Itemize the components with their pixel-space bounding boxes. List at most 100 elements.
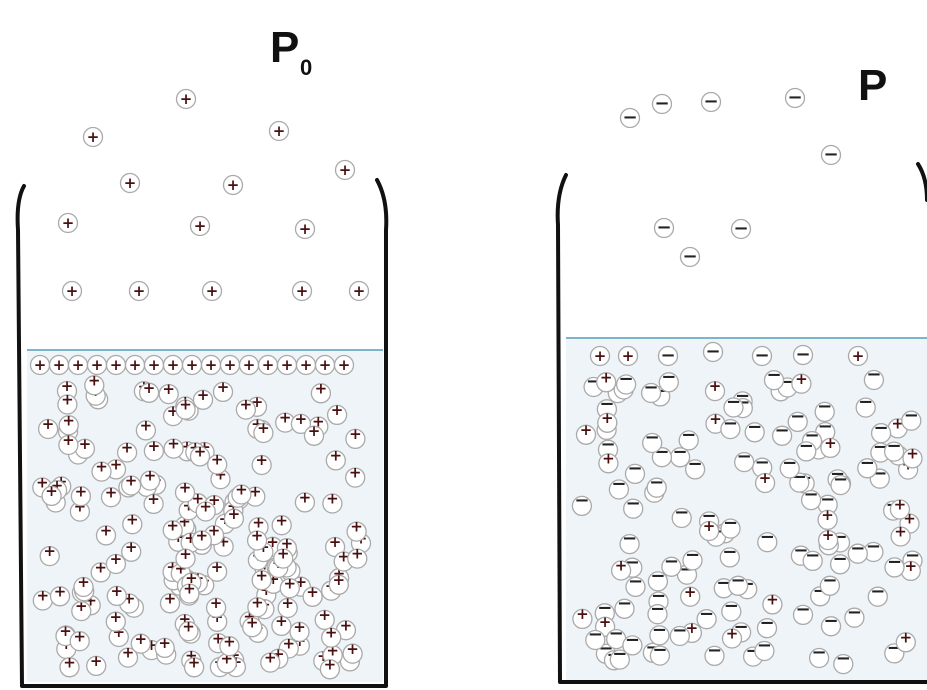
right-liquid-particle-sign: −	[672, 620, 687, 641]
right-liquid-particle-sign: −	[600, 434, 615, 455]
left-liquid-particle: +	[290, 410, 312, 435]
right-liquid-particle-ring	[623, 498, 644, 519]
right-vapor-particle: −	[679, 246, 701, 268]
right-liquid-particle-sign: −	[759, 612, 774, 633]
left-liquid-particle-sign: +	[91, 356, 104, 374]
right-liquid-particle-ring	[751, 345, 773, 367]
right-liquid-particle-ring	[870, 423, 892, 444]
right-liquid-particle-sign: −	[905, 545, 920, 566]
left-liquid-particle: +	[29, 354, 51, 376]
left-vapor-particle: +	[294, 218, 316, 240]
left-liquid-particle: +	[273, 545, 294, 569]
left-liquid-particle-ring	[333, 354, 355, 376]
left-liquid-particle-sign: +	[281, 356, 294, 374]
right-liquid-particle: +	[762, 590, 783, 615]
right-liquid-particle-ring	[649, 625, 670, 646]
right-liquid-particle-ring	[808, 647, 830, 669]
left-liquid-particle-sign: +	[224, 356, 237, 374]
right-liquid-particle: −	[847, 538, 868, 564]
left-liquid-particle-ring	[41, 485, 62, 507]
left-liquid-particle: +	[324, 533, 346, 558]
left-liquid-particle-ring	[57, 394, 78, 415]
right-liquid-particle-ring	[585, 629, 606, 651]
right-liquid-particle-sign: +	[622, 347, 635, 365]
left-label-subscript: 0	[300, 55, 312, 80]
right-liquid-particle-sign: −	[747, 416, 762, 437]
left-liquid-particle-ring	[192, 389, 214, 410]
left-liquid-particle-ring	[39, 545, 60, 567]
left-liquid-particle-sign: +	[111, 582, 124, 600]
left-liquid-particle: +	[322, 490, 343, 514]
left-liquid-particle-sign: +	[194, 442, 207, 460]
right-liquid-particle-sign: +	[599, 613, 612, 631]
right-liquid-particle: −	[571, 490, 593, 517]
right-liquid-particle-sign: −	[649, 472, 664, 493]
left-liquid-particle-sign: +	[251, 527, 264, 545]
right-liquid-particle: −	[624, 458, 646, 485]
right-liquid-particle-sign: −	[681, 424, 696, 445]
right-liquid-particle-sign: +	[905, 557, 918, 575]
left-liquid-particle-sign: +	[135, 630, 148, 648]
right-liquid-particle-sign: −	[754, 345, 769, 366]
right-liquid-particle-ring	[844, 607, 865, 628]
left-liquid-particle: +	[143, 354, 165, 376]
left-liquid-particle-sign: +	[110, 455, 123, 473]
right-liquid-particle-sign: +	[600, 368, 613, 386]
left-liquid-particle-sign: +	[129, 356, 142, 374]
left-vapor-particle-ring	[61, 280, 83, 302]
left-liquid-particle: +	[181, 354, 203, 376]
right-liquid-particle-ring	[619, 533, 640, 555]
left-liquid-particle-ring	[271, 515, 292, 536]
left-liquid-particle-sign: +	[61, 377, 74, 395]
left-liquid-particle-ring	[106, 585, 127, 607]
left-vapor-particle-ring	[175, 88, 197, 110]
left-liquid-particle-ring	[91, 461, 112, 482]
left-label-main: P	[270, 23, 299, 72]
left-liquid-particle-sign: +	[295, 410, 308, 428]
left-liquid-particle: +	[246, 527, 268, 551]
left-liquid-particle-ring	[59, 657, 80, 678]
left-liquid-particle: +	[276, 354, 298, 376]
right-liquid-particle-sign: −	[650, 598, 665, 619]
right-liquid-particle: +	[575, 421, 597, 445]
right-liquid-particle-sign: −	[887, 436, 902, 457]
left-liquid-particle-sign: +	[350, 518, 363, 536]
left-liquid-particle-sign: +	[90, 652, 103, 670]
left-liquid-particle-ring	[122, 514, 143, 535]
right-liquid-particle-ring	[671, 507, 692, 529]
left-liquid-particle-sign: +	[255, 451, 268, 469]
left-liquid-particle: +	[162, 354, 184, 376]
right-liquid-particle-sign: +	[894, 496, 907, 514]
left-liquid-particle-ring	[163, 438, 184, 459]
right-liquid-particle: −	[647, 565, 669, 592]
right-liquid-particle-sign: −	[755, 452, 770, 473]
right-liquid-particle-ring	[719, 547, 740, 568]
left-liquid-particle-sign: +	[34, 356, 47, 374]
left-liquid-particle-ring	[206, 561, 228, 582]
left-liquid-particle-sign: +	[340, 616, 353, 634]
right-liquid-particle: −	[754, 635, 775, 662]
left-liquid-particle-sign: +	[211, 558, 224, 576]
left-liquid-particle-sign: +	[162, 380, 175, 398]
right-liquid-particle-sign: +	[900, 628, 913, 646]
right-liquid-particle-sign: +	[703, 517, 716, 535]
left-liquid-particle-sign: +	[183, 580, 196, 598]
right-pressure-label: P	[858, 61, 887, 110]
right-liquid-particle: +	[698, 517, 720, 542]
right-liquid-particle-ring	[589, 345, 611, 367]
left-liquid-particle: +	[251, 451, 272, 476]
right-liquid-particle-sign: −	[818, 416, 833, 437]
right-liquid-particle-sign: −	[611, 474, 626, 495]
left-vapor-particle-ring	[334, 159, 356, 181]
left-liquid-particle-sign: +	[144, 467, 157, 485]
right-liquid-particle-sign: +	[894, 523, 907, 541]
right-liquid-particle: −	[808, 642, 830, 669]
right-liquid-particle: −	[658, 366, 679, 393]
left-liquid-particle: +	[219, 632, 240, 657]
left-vapor-particle: +	[82, 126, 104, 148]
left-liquid-particle-ring	[143, 440, 165, 462]
left-liquid-particle-ring	[70, 486, 92, 507]
right-liquid-particle-ring	[614, 598, 635, 619]
left-beaker: ++++++++++++++++++++++++++++++++++++++++…	[15, 88, 389, 688]
left-liquid-particle: +	[174, 479, 196, 503]
